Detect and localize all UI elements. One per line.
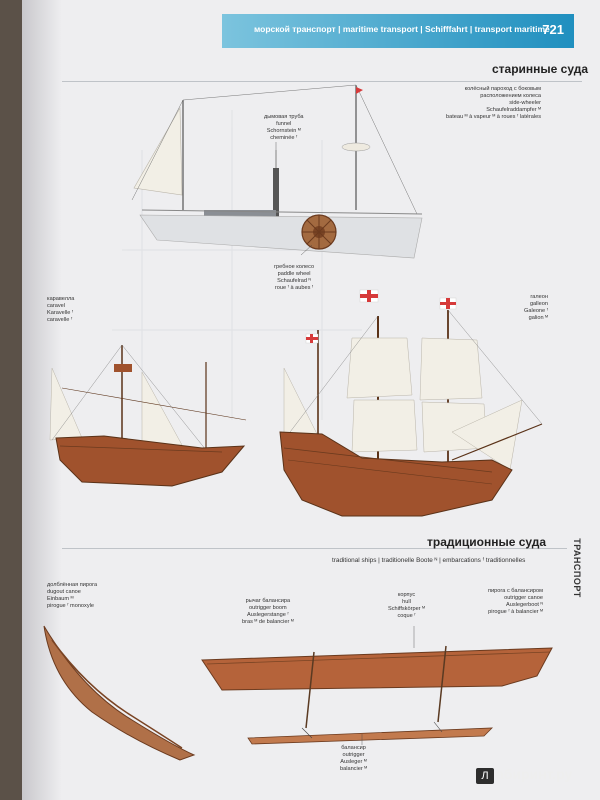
side-wheeler-sail (133, 106, 183, 196)
header-text: морской транспорт | maritime transport |… (254, 24, 550, 34)
outrigger-canoe-illustration (201, 626, 553, 745)
side-wheeler-hull (139, 214, 423, 259)
outrigger-hull (201, 647, 553, 691)
illustrations (43, 84, 553, 761)
section-rule (62, 81, 582, 82)
caravel-hull (55, 435, 246, 487)
watermark: абиринт.ру (496, 766, 573, 782)
flag-icon (359, 289, 379, 303)
section-rule-2 (62, 548, 567, 549)
outrigger-boom-aft (437, 645, 447, 723)
label-outrigger-boom: рычаг балансира outrigger boom Auslegers… (242, 598, 294, 625)
galleon-hull (279, 431, 513, 517)
section-subtitle-traditional: traditional ships | traditionelle Boote … (332, 557, 526, 564)
funnel (273, 168, 279, 220)
label-hull: корпус hull Schiffskörper ᴹ coque ᶠ (388, 592, 425, 619)
caravel-illustration (49, 344, 247, 487)
background-ship-silhouettes (112, 110, 362, 420)
galleon-illustration (279, 289, 543, 517)
section-title-old-ships: старинные суда (492, 62, 589, 76)
label-side-wheeler: колёсный пароход с боковым расположением… (446, 86, 541, 120)
label-outrigger: балансир outrigger Ausleger ᴹ balancier … (340, 745, 368, 772)
side-wheeler-illustration (131, 84, 423, 259)
label-paddle-wheel: гребное колесо paddle wheel Schaufelrad … (274, 264, 315, 291)
label-galleon: галеон galleon Galeone ᶠ galion ᴹ (524, 294, 548, 321)
label-outrigger-canoe: пирога с балансиром outrigger canoe Ausl… (488, 588, 543, 615)
section-title-traditional: традиционные суда (427, 535, 547, 549)
dugout-canoe-illustration (43, 625, 196, 761)
outrigger-float (247, 727, 494, 745)
book-page: морской транспорт | maritime transport |… (22, 0, 600, 800)
pennant-flag (356, 87, 363, 94)
flag-icon (439, 297, 457, 310)
page-number: 721 (542, 22, 564, 37)
label-caravel: каравелла caravel Karavelle ᶠ caravelle … (47, 296, 75, 323)
label-dugout: долблённая пирога dugout canoe Einbaum ᴹ… (47, 582, 98, 609)
outrigger-boom-fore (305, 651, 315, 729)
label-funnel: дымовая труба funnel Schornstein ᴹ chemi… (264, 114, 304, 141)
flag-icon (305, 333, 319, 344)
watermark-logo-icon: Л (476, 768, 494, 784)
page-header-band: морской транспорт | maritime transport |… (222, 14, 574, 48)
